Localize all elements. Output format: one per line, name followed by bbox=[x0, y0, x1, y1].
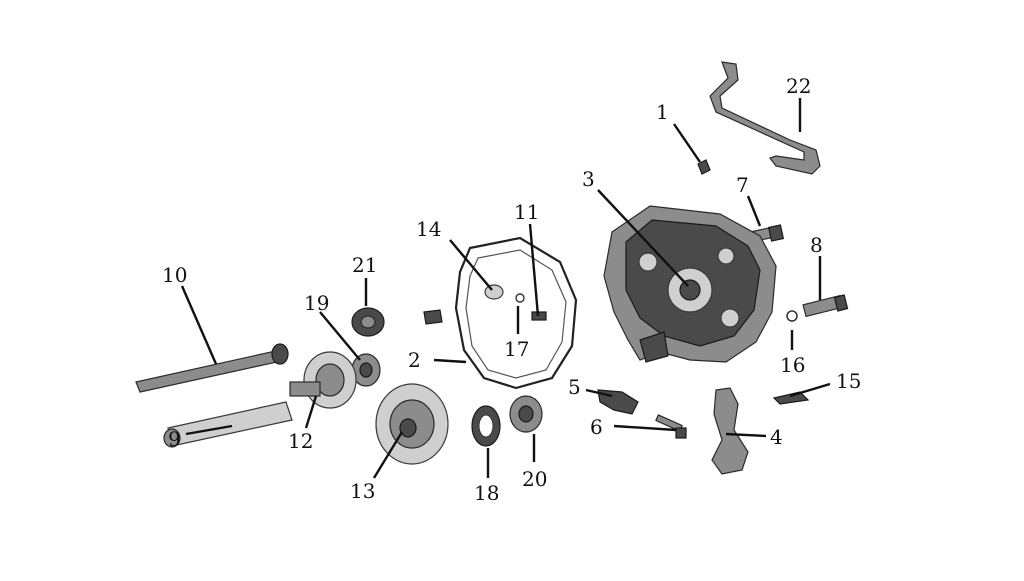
callout-1: 1 bbox=[656, 100, 669, 124]
callout-7: 7 bbox=[736, 173, 749, 197]
leader-4 bbox=[725, 432, 767, 438]
part-11-bolt bbox=[531, 311, 547, 321]
part-10-shaft bbox=[135, 343, 289, 393]
callout-22: 22 bbox=[786, 74, 811, 98]
part-19-bearing bbox=[351, 353, 381, 387]
callout-8: 8 bbox=[810, 233, 823, 257]
leader-9 bbox=[185, 424, 233, 436]
part-4-lever bbox=[711, 387, 749, 475]
callout-5: 5 bbox=[568, 375, 581, 399]
callout-2: 2 bbox=[408, 348, 421, 372]
callout-20: 20 bbox=[522, 467, 547, 491]
callout-6: 6 bbox=[590, 415, 603, 439]
leader-3 bbox=[597, 189, 689, 287]
leader-1 bbox=[673, 123, 701, 163]
part-2-gasket-inner bbox=[465, 249, 567, 379]
leader-12 bbox=[304, 395, 318, 429]
leader-5 bbox=[585, 388, 613, 398]
callout-15: 15 bbox=[836, 369, 861, 393]
part-9-shaft bbox=[163, 401, 293, 448]
leader-10 bbox=[180, 285, 218, 365]
part-1-pin bbox=[697, 159, 711, 175]
callout-21: 21 bbox=[352, 253, 377, 277]
callout-17: 17 bbox=[504, 337, 529, 361]
part-13-gear bbox=[375, 383, 449, 465]
part-2-gasket bbox=[454, 236, 578, 390]
part-6-bolt bbox=[655, 414, 687, 439]
leader-6 bbox=[613, 424, 677, 432]
part-16-washer bbox=[786, 310, 798, 322]
callout-18: 18 bbox=[474, 481, 499, 505]
part-12-gear bbox=[289, 351, 357, 409]
callout-10: 10 bbox=[162, 263, 187, 287]
callout-4: 4 bbox=[770, 425, 783, 449]
leader-2 bbox=[433, 358, 467, 364]
part-21-gear bbox=[351, 307, 385, 337]
callout-3: 3 bbox=[582, 167, 595, 191]
leader-13 bbox=[372, 431, 404, 479]
callout-16: 16 bbox=[780, 353, 805, 377]
part-15-clip bbox=[772, 391, 810, 405]
callout-12: 12 bbox=[288, 429, 313, 453]
callout-9: 9 bbox=[168, 427, 181, 451]
leader-19 bbox=[319, 311, 361, 361]
part-18-seal bbox=[471, 405, 501, 447]
part-pin-small bbox=[423, 309, 443, 325]
leader-7 bbox=[746, 195, 762, 227]
part-17-ring bbox=[515, 293, 525, 303]
callout-11: 11 bbox=[514, 200, 539, 224]
part-8-bolt bbox=[802, 294, 849, 318]
part-22-rod bbox=[709, 61, 821, 175]
callout-14: 14 bbox=[416, 217, 441, 241]
leader-14 bbox=[449, 239, 493, 291]
leader-15 bbox=[789, 382, 831, 398]
callout-19: 19 bbox=[304, 291, 329, 315]
leader-11 bbox=[528, 223, 540, 317]
part-20-bearing bbox=[509, 395, 543, 433]
part-3-housing bbox=[603, 205, 777, 363]
part-14-dowel bbox=[484, 284, 504, 300]
callout-13: 13 bbox=[350, 479, 375, 503]
